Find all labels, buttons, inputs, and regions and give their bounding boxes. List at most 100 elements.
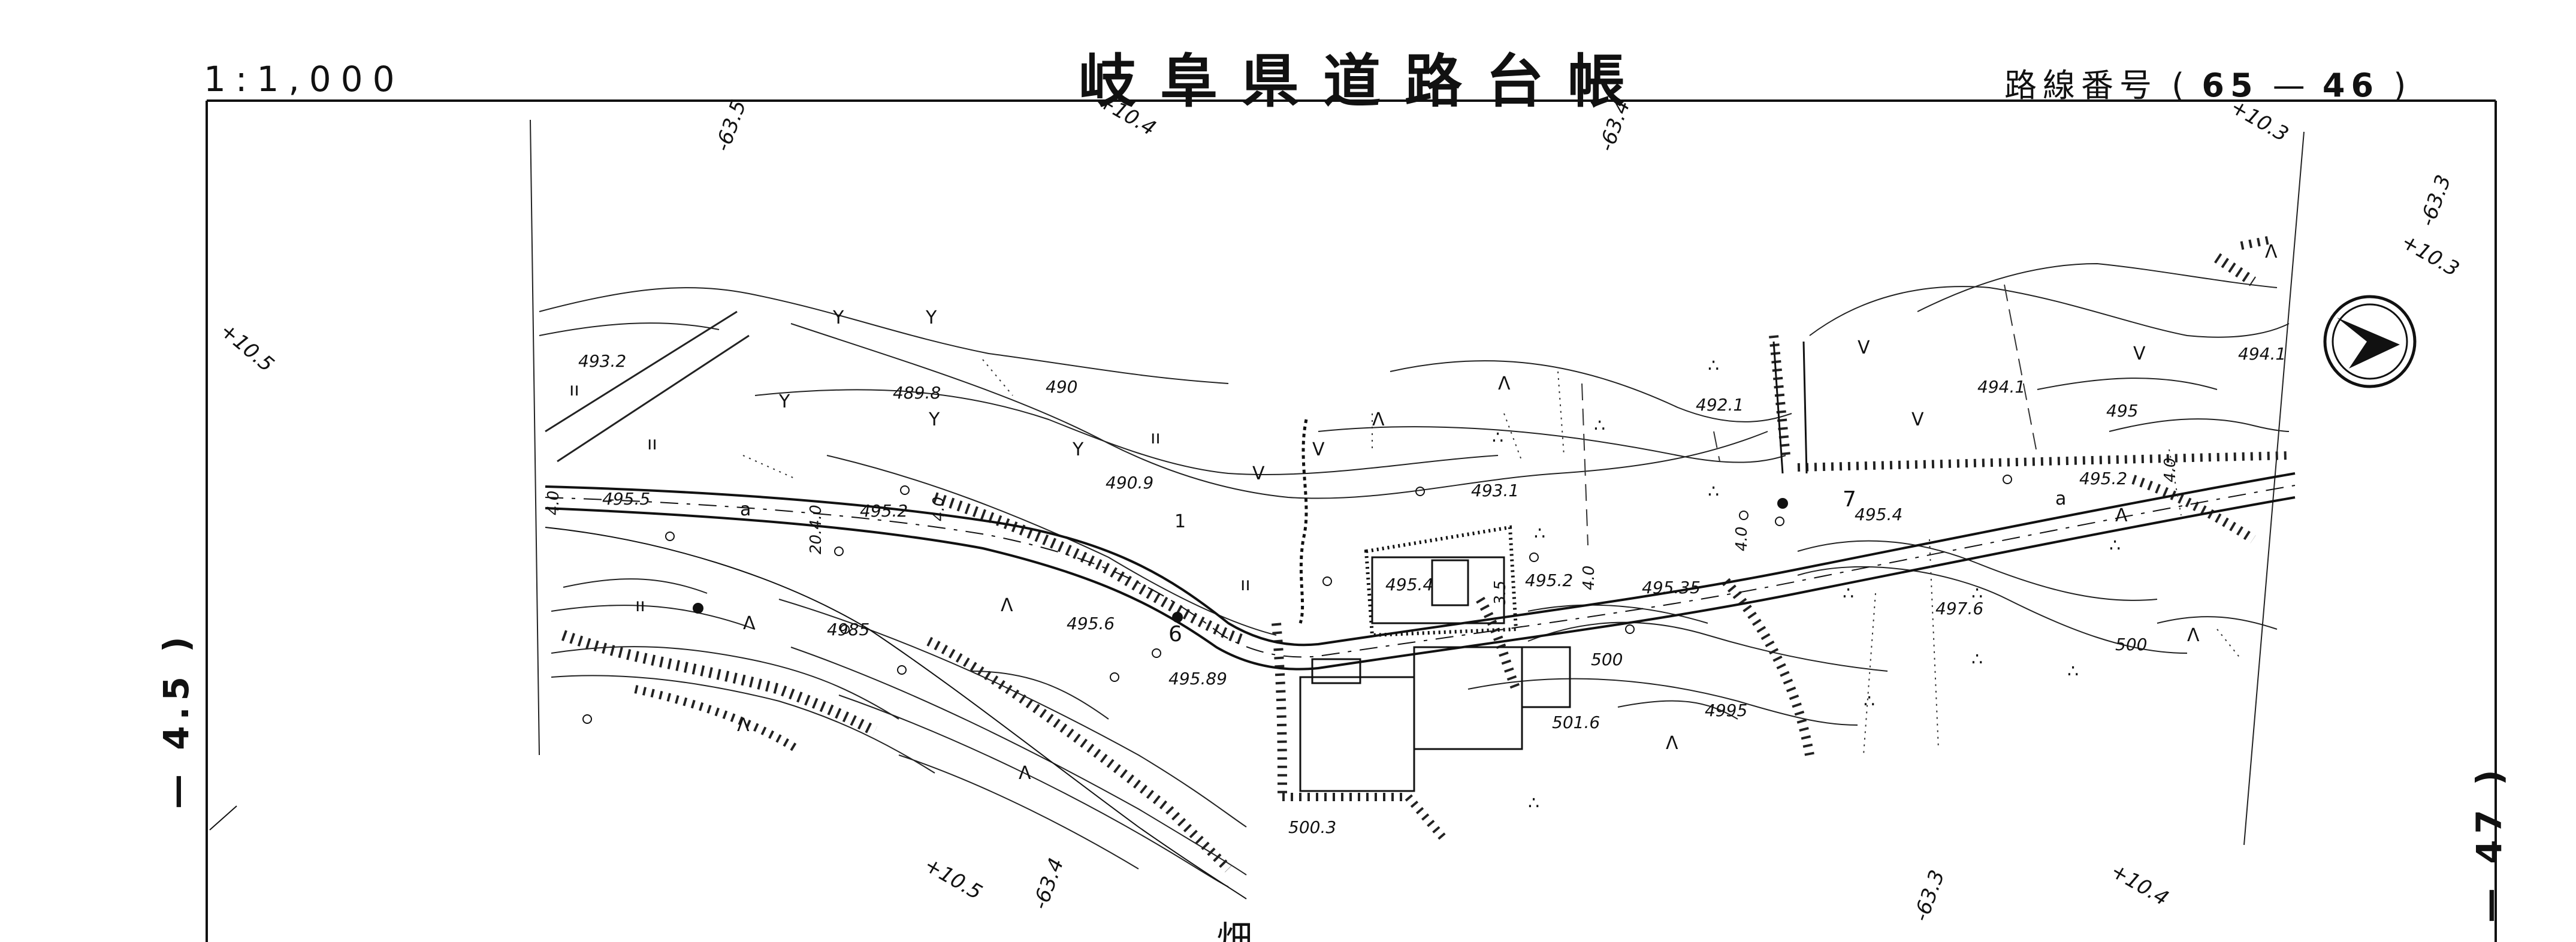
svg-text:Y: Y: [928, 409, 940, 430]
svg-text:Λ: Λ: [2265, 241, 2278, 262]
grid-label-bottom-4: +10.4: [2107, 859, 2173, 911]
map-scale: 1:1,000: [204, 59, 404, 99]
dashed-boundaries: [1581, 284, 2038, 546]
north-arrow-icon: [2323, 295, 2417, 388]
elevation-label: 4995: [1705, 701, 1747, 720]
branch-road: [1772, 341, 1808, 474]
svg-text:∴: ∴: [1528, 793, 1539, 814]
route-number-first: 65: [2201, 67, 2259, 104]
map-title: 岐阜県道路台帳: [1079, 48, 1649, 115]
elevation-label: 501.6: [1552, 712, 1600, 732]
svg-text:V: V: [2133, 343, 2146, 364]
elevation-label: 495.2: [1525, 570, 1573, 590]
svg-text:Λ: Λ: [1019, 763, 1031, 784]
svg-text:Y: Y: [925, 307, 937, 328]
elevation-label: 495.6: [1067, 614, 1115, 633]
grid-label-right-1: -63.3: [2415, 172, 2456, 230]
route-number-second: 46: [2322, 67, 2380, 104]
elevation-label: 495.35: [1642, 578, 1701, 597]
elevation-label: 494.1: [2238, 344, 2286, 364]
slope-hatching: [545, 236, 2290, 872]
svg-text:Λ: Λ: [1001, 595, 1013, 616]
elevation-label: 489.8: [893, 383, 941, 403]
elevation-label: 500: [2115, 635, 2147, 654]
road-width-label: 4.0: [1733, 527, 1751, 551]
svg-text:ıı: ıı: [1240, 574, 1251, 595]
svg-text:V: V: [1858, 337, 1870, 358]
survey-boundary-left: [530, 119, 540, 756]
elevation-label: 4985: [827, 620, 869, 639]
svg-text:Λ: Λ: [1498, 373, 1511, 394]
route-number: 路線番号 ( 65 — 46 ): [2004, 59, 2409, 106]
elevation-label: 490.9: [1106, 473, 1153, 493]
elevation-label: 492.1: [1696, 395, 1744, 415]
road-width-label: 4.0: [2161, 458, 2179, 482]
elevation-label: 500.3: [1288, 817, 1336, 837]
road-width-label: 4.0: [545, 491, 563, 515]
elevation-labels: 493.2 489.8 490 490.9 493.1 492.1 494.1 …: [578, 344, 2286, 837]
svg-text:ıı: ıı: [635, 595, 645, 616]
station-marker-6: 6: [1168, 622, 1182, 647]
elevation-label: 495.4: [1385, 575, 1433, 594]
grid-label-right-2: +10.3: [2397, 230, 2463, 282]
svg-text:∴: ∴: [1864, 691, 1875, 712]
route-paren-open: (: [2172, 67, 2188, 104]
station-marker-7: 7: [1843, 487, 1856, 512]
elevation-label: 495: [2106, 401, 2138, 421]
svg-text:∴: ∴: [2109, 535, 2121, 556]
benchmarks: [693, 498, 1788, 623]
road-width-labels: 4.0 20.4.0 4.0 3.5 4.0 4.0 4.0: [545, 458, 2179, 605]
elevation-label: 500: [1591, 650, 1623, 669]
route-paren-close: ): [2393, 67, 2410, 104]
utility-poles: [582, 475, 2012, 724]
svg-text:ıı: ıı: [1150, 427, 1161, 448]
elevation-label: 495.5: [602, 489, 650, 509]
road-width-label: 20.4.0: [807, 505, 825, 554]
svg-text:∴: ∴: [1843, 583, 1854, 604]
dotted-boundaries: [742, 359, 2242, 756]
grid-label-bottom-2: -63.4: [1028, 855, 1069, 913]
svg-text:Y: Y: [778, 391, 790, 412]
road-width-label: 3.5: [1491, 581, 1509, 605]
elevation-label: 495.4: [1855, 505, 1902, 524]
stream: [1298, 419, 1308, 624]
side-road: [545, 527, 1247, 899]
road-code-label: a: [740, 499, 751, 520]
svg-text:V: V: [1312, 439, 1325, 460]
elevation-label: 497.6: [1935, 599, 1983, 618]
elevation-label: 495.2: [2079, 469, 2127, 488]
grid-label-top-4: +10.3: [2227, 95, 2293, 147]
svg-text:∴: ∴: [1492, 427, 1503, 448]
land-use-symbols: Y Y Y Y Y V V V V V Λ Λ Λ Λ Λ Λ Λ Λ Λ Λ …: [569, 241, 2278, 814]
svg-text:Λ: Λ: [2187, 625, 2200, 646]
svg-text:Λ: Λ: [1666, 733, 1678, 754]
buildings: [1299, 556, 1571, 792]
svg-text:Λ: Λ: [1372, 409, 1385, 430]
svg-text:ıı: ıı: [647, 433, 657, 454]
elevation-label: 493.1: [1471, 481, 1519, 500]
road-width-label: 4.0: [1580, 566, 1598, 590]
svg-text:∴: ∴: [1534, 523, 1545, 544]
grid-label-bottom-3: -63.3: [1909, 867, 1950, 925]
svg-text:∴: ∴: [1971, 649, 1983, 670]
elevation-label: 495.2: [860, 501, 908, 521]
svg-text:Y: Y: [1072, 439, 1084, 460]
survey-boundary-right: [2243, 131, 2305, 846]
main-road: [545, 472, 2296, 671]
svg-text:∴: ∴: [1708, 481, 1719, 502]
elevation-label: 494.1: [1977, 377, 2025, 397]
svg-text:∴: ∴: [2067, 661, 2079, 682]
elevation-label: 493.2: [578, 351, 626, 371]
svg-text:Λ: Λ: [743, 613, 756, 634]
svg-text:∴: ∴: [1708, 355, 1719, 376]
building-2: [1299, 676, 1415, 792]
side-ref-tick-left: [209, 805, 237, 831]
hedge-around-building: [1364, 525, 1518, 638]
contour-lines: [539, 262, 2290, 887]
svg-text:Y: Y: [832, 307, 844, 328]
svg-text:V: V: [1252, 463, 1265, 484]
map-frame: [206, 99, 2497, 942]
grid-label-left-1: +10.5: [215, 318, 279, 377]
svg-text:∴: ∴: [1971, 583, 1983, 604]
